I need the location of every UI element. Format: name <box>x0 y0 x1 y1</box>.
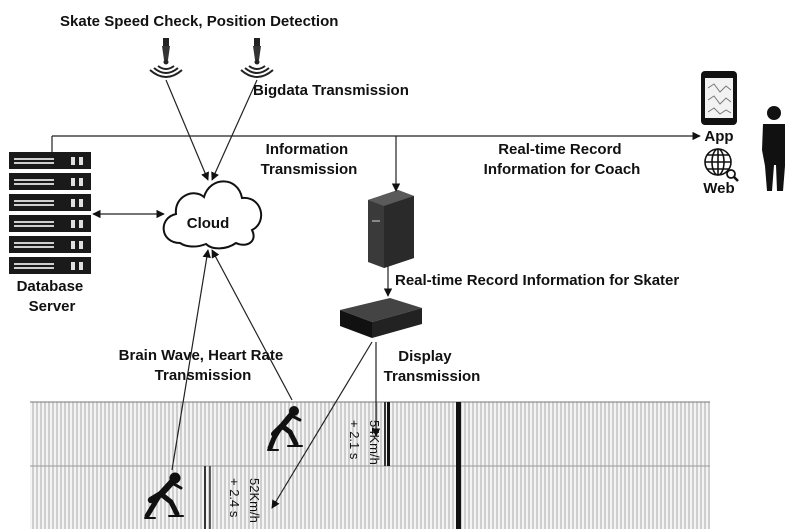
display-device-icon <box>340 298 422 338</box>
skater-icon <box>144 472 184 519</box>
smartphone-app-icon <box>701 71 737 125</box>
info-transmission-label: Information Transmission <box>261 141 358 178</box>
bigdata-label: Bigdata Transmission <box>253 82 409 99</box>
web-label: Web <box>703 180 734 197</box>
tower-server-icon <box>368 190 414 268</box>
coach-info-label: Real-time Record Information for Coach <box>484 141 641 178</box>
track-record-2: 52Km/h + 2.4 s <box>227 478 262 523</box>
globe-web-icon <box>704 148 739 182</box>
display-transmission-label: Display Transmission <box>384 348 481 385</box>
app-label: App <box>704 128 733 145</box>
sensor-title-label: Skate Speed Check, Position Detection <box>60 13 338 30</box>
svg-text:52Km/h: 52Km/h <box>247 478 262 523</box>
skater-icon <box>267 406 303 451</box>
svg-text:54Km/h: 54Km/h <box>367 420 382 465</box>
skating-track <box>30 401 710 529</box>
connector-arrows <box>51 79 701 509</box>
coach-icon <box>762 106 785 191</box>
svg-text:+ 2.4 s: + 2.4 s <box>227 478 242 518</box>
brain-wave-label: Brain Wave, Heart Rate Transmission <box>119 347 288 384</box>
sensor-icon <box>149 38 183 78</box>
database-server-label: Database Server <box>17 278 88 315</box>
track-finish-line <box>456 402 461 529</box>
sensor-icon <box>240 38 274 78</box>
skater-info-label: Real-time Record Information for Skater <box>395 272 679 289</box>
cloud-label: Cloud <box>187 215 230 232</box>
database-server-icon <box>9 152 91 274</box>
svg-text:+ 2.1 s: + 2.1 s <box>347 420 362 460</box>
cloud-icon <box>162 180 262 250</box>
